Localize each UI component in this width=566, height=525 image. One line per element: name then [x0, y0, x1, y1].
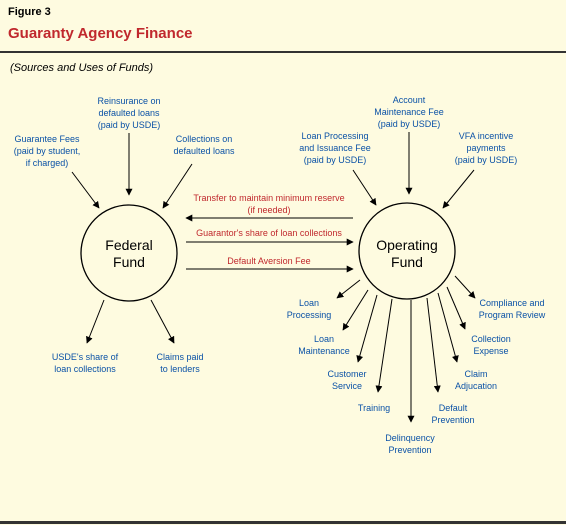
- label-line: Prevention: [388, 445, 431, 455]
- operating-source-loan-processing-fee: Loan Processing and Issuance Fee (paid b…: [299, 131, 377, 206]
- label-line: Default Aversion Fee: [227, 256, 310, 266]
- label-line: Expense: [473, 346, 508, 356]
- operating-use-claim-adjucation: Claim Adjucation: [437, 292, 497, 391]
- label-line: VFA incentive: [459, 131, 514, 141]
- label-line: (if needed): [247, 205, 290, 215]
- label-line: if charged): [26, 158, 69, 168]
- label-line: Compliance and: [479, 298, 544, 308]
- operating-use-default-prevention: Default Prevention: [426, 297, 475, 425]
- label-line: Processing: [287, 310, 332, 320]
- figure-subtitle: (Sources and Uses of Funds): [10, 62, 154, 74]
- label-line: Adjucation: [455, 381, 497, 391]
- label-line: Delinquency: [385, 433, 435, 443]
- federal-fund-label-2: Fund: [113, 254, 145, 270]
- operating-use-collection-expense: Collection Expense: [446, 286, 511, 356]
- label-line: (paid by student,: [14, 146, 81, 156]
- arrow: [352, 169, 377, 206]
- federal-source-guarantee-fees: Guarantee Fees (paid by student, if char…: [14, 134, 100, 209]
- label-line: and Issuance Fee: [299, 143, 371, 153]
- operating-use-loan-maintenance: Loan Maintenance: [298, 289, 369, 356]
- arrow: [336, 279, 361, 299]
- label-line: Training: [358, 403, 390, 413]
- label-line: Loan: [314, 334, 334, 344]
- arrow: [86, 299, 105, 344]
- label-line: (paid by USDE): [378, 119, 441, 129]
- operating-fund-label-2: Fund: [391, 254, 423, 270]
- label-line: to lenders: [160, 364, 200, 374]
- top-rule: [0, 51, 566, 53]
- label-line: Collections on: [176, 134, 233, 144]
- label-line: Service: [332, 381, 362, 391]
- operating-use-delinquency-prevention: Delinquency Prevention: [385, 300, 435, 455]
- transfer-minimum-reserve: Transfer to maintain minimum reserve (if…: [185, 193, 353, 222]
- transfer-guarantor-share: Guarantor's share of loan collections: [186, 228, 354, 246]
- federal-source-collections: Collections on defaulted loans: [162, 134, 235, 209]
- label-line: Customer: [327, 369, 366, 379]
- label-line: Loan: [299, 298, 319, 308]
- operating-use-training: Training: [358, 298, 393, 413]
- label-line: defaulted loans: [173, 146, 235, 156]
- operating-fund-node: Operating Fund: [358, 202, 456, 300]
- operating-fund-label-1: Operating: [376, 237, 437, 253]
- arrow: [437, 292, 459, 363]
- label-line: Guarantee Fees: [14, 134, 80, 144]
- label-line: Default: [439, 403, 468, 413]
- arrow: [71, 171, 100, 209]
- arrow: [356, 294, 378, 363]
- federal-use-usde-share: USDE's share of loan collections: [52, 299, 119, 374]
- label-line: Claims paid: [156, 352, 203, 362]
- federal-fund-node: Federal Fund: [80, 204, 178, 302]
- arrow: [442, 169, 475, 209]
- federal-use-claims-paid: Claims paid to lenders: [150, 299, 204, 374]
- label-line: loan collections: [54, 364, 116, 374]
- label-line: Loan Processing: [301, 131, 368, 141]
- arrow: [426, 297, 441, 393]
- label-line: Maintenance: [298, 346, 350, 356]
- label-line: payments: [466, 143, 506, 153]
- federal-fund-label-1: Federal: [105, 237, 152, 253]
- operating-use-loan-processing: Loan Processing: [287, 279, 361, 320]
- arrow: [150, 299, 175, 344]
- arrow: [446, 286, 466, 330]
- arrow: [375, 298, 393, 393]
- label-line: Reinsurance on: [97, 96, 160, 106]
- arrow: [454, 275, 476, 299]
- operating-source-vfa-payments: VFA incentive payments (paid by USDE): [442, 131, 518, 209]
- label-line: Collection: [471, 334, 511, 344]
- label-line: Prevention: [431, 415, 474, 425]
- label-line: Claim: [464, 369, 487, 379]
- label-line: (paid by USDE): [98, 120, 161, 130]
- bottom-rule: [0, 521, 566, 524]
- label-line: defaulted loans: [98, 108, 160, 118]
- transfer-default-aversion: Default Aversion Fee: [186, 256, 354, 273]
- label-line: (paid by USDE): [455, 155, 518, 165]
- label-line: Account: [393, 95, 426, 105]
- operating-source-account-maintenance-fee: Account Maintenance Fee (paid by USDE): [374, 95, 444, 195]
- label-line: Transfer to maintain minimum reserve: [193, 193, 344, 203]
- label-line: Maintenance Fee: [374, 107, 444, 117]
- figure-number: Figure 3: [8, 6, 51, 18]
- figure-title: Guaranty Agency Finance: [8, 25, 193, 42]
- label-line: Guarantor's share of loan collections: [196, 228, 342, 238]
- arrow: [162, 163, 193, 209]
- label-line: USDE's share of: [52, 352, 119, 362]
- operating-use-compliance-review: Compliance and Program Review: [454, 275, 546, 320]
- label-line: (paid by USDE): [304, 155, 367, 165]
- arrow: [342, 289, 369, 331]
- operating-use-customer-service: Customer Service: [327, 294, 378, 391]
- federal-source-reinsurance: Reinsurance on defaulted loans (paid by …: [97, 96, 161, 196]
- label-line: Program Review: [479, 310, 546, 320]
